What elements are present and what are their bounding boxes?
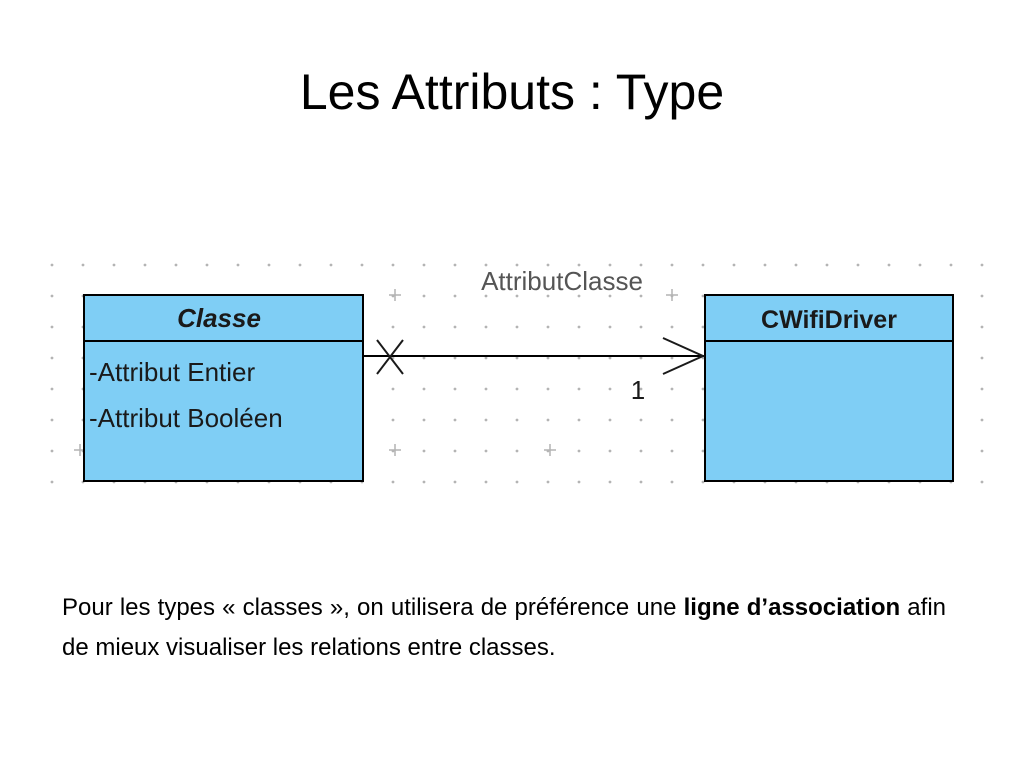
slide-title: Les Attributs : Type — [299, 64, 725, 120]
association-line[interactable]: AttributClasse 1 — [363, 266, 706, 405]
class-box-classe[interactable]: Classe -Attribut Entier -Attribut Boolée… — [83, 294, 364, 482]
class-attribute: -Attribut Entier — [89, 357, 256, 387]
non-navigable-x-icon — [376, 339, 404, 375]
class-attribute: -Attribut Booléen — [89, 403, 283, 433]
class-name: Classe — [177, 303, 261, 333]
navigable-arrowhead-icon — [662, 337, 706, 375]
multiplicity-label: 1 — [631, 375, 645, 405]
association-label: AttributClasse — [481, 266, 643, 296]
body-text-part2: afin de mieux visualiser les relations e… — [62, 594, 946, 661]
body-text: Pour les types « classes », on utilisera… — [62, 588, 946, 668]
class-name: CWifiDriver — [761, 306, 897, 334]
class-body — [704, 294, 954, 482]
body-text-part1: Pour les types « classes », on utilisera… — [62, 594, 684, 621]
class-body — [83, 294, 364, 482]
body-text-emphasis: ligne d’association — [683, 594, 901, 621]
class-box-cwifidriver[interactable]: CWifiDriver — [704, 294, 954, 482]
